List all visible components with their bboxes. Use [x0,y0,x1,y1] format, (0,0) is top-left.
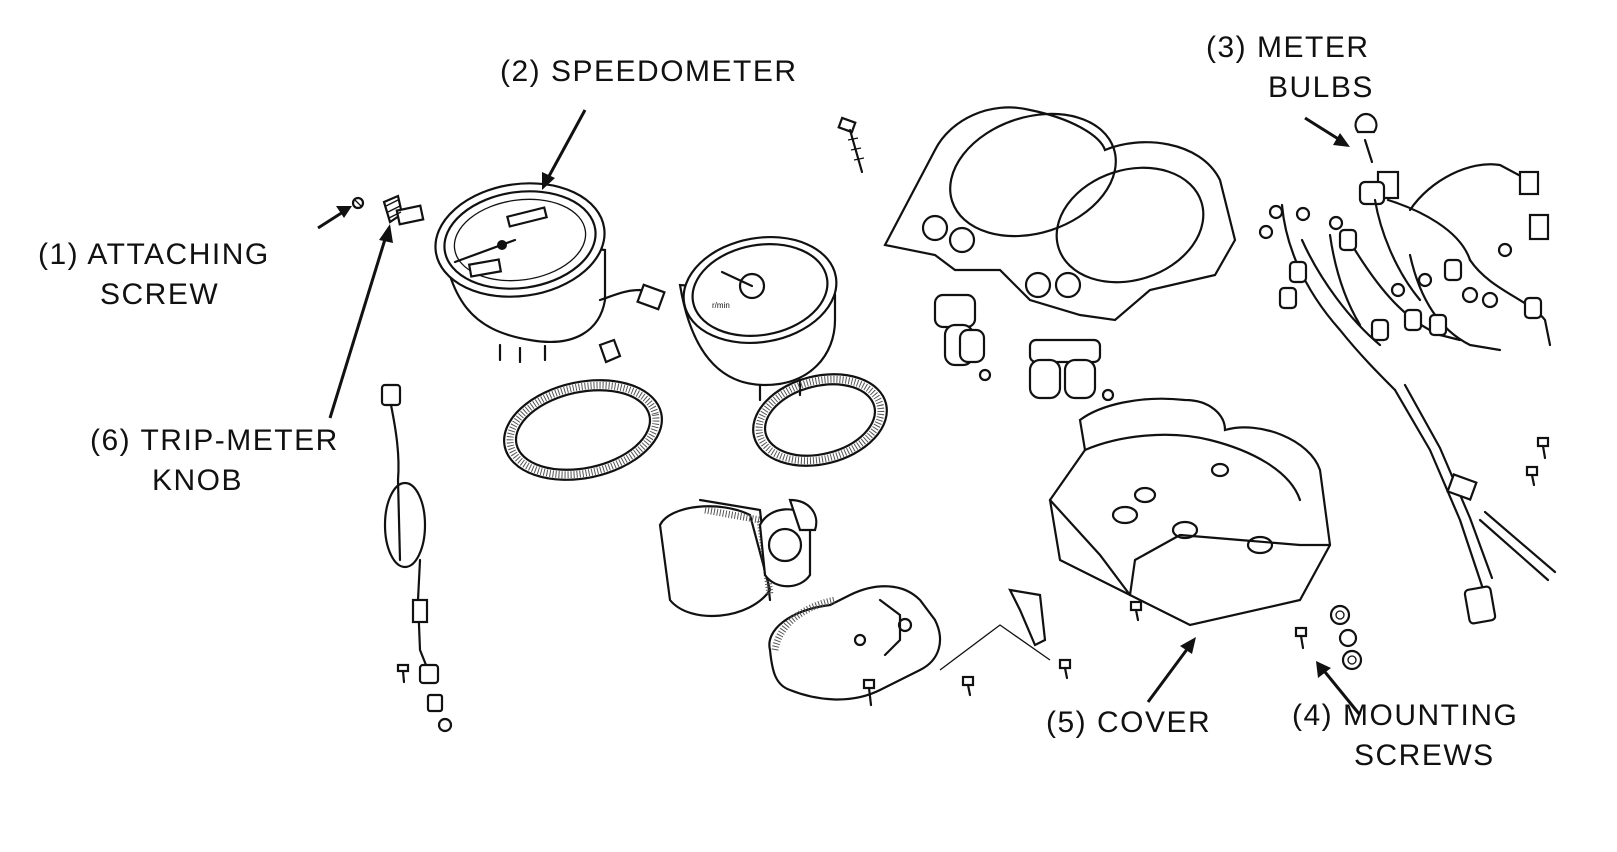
speedometer-part [434,182,666,364]
arrow-attaching-screw [317,206,352,230]
arrow-cover [1146,637,1196,703]
label-cover: (5) COVER [1046,703,1211,743]
label-meter-bulbs-line1: (3) METER [1206,31,1370,64]
arrow-meter-bulbs [1304,116,1350,147]
label-attaching-screw: (1) ATTACHING SCREW [38,235,270,315]
tachometer-ring [752,373,888,467]
svg-text:r/min: r/min [712,301,730,310]
indicator-housing-right [1028,338,1115,402]
label-meter-bulbs-line2: BULBS [1268,71,1374,104]
label-trip-meter-knob-line2: KNOB [152,464,244,497]
label-attaching-screw-line1: (1) ATTACHING [38,238,270,271]
arrow-mounting-screws [1316,661,1362,716]
tachometer-part: r/min [678,235,838,402]
label-meter-bulbs: (3) METER BULBS [1206,28,1374,108]
meter-base-parts [658,498,1072,707]
cover-part [1048,397,1332,627]
label-cover-line1: (5) COVER [1046,706,1212,739]
label-speedometer: (2) SPEEDOMETER [500,52,798,92]
mounting-screws-part [1129,600,1363,671]
label-mounting-screws-line1: (4) MOUNTING [1292,699,1519,732]
indicator-housing-left [933,293,992,382]
speedometer-cable-part [380,383,453,733]
meter-bulbs-harness-part [1258,112,1557,625]
arrow-speedometer [542,109,587,190]
label-attaching-screw-line2: SCREW [100,278,220,311]
meter-panel-part [883,106,1237,322]
label-mounting-screws: (4) MOUNTING SCREWS [1292,696,1518,776]
label-mounting-screws-line2: SCREWS [1354,739,1495,772]
trip-meter-knob-part [382,194,425,226]
label-speedometer-line1: (2) SPEEDOMETER [500,55,798,88]
speedometer-ring [503,379,663,481]
top-screw [837,116,865,174]
attaching-screw-part [351,196,365,210]
label-trip-meter-knob: (6) TRIP-METER KNOB [90,421,339,501]
arrow-trip-meter-knob [328,224,393,419]
label-trip-meter-knob-line1: (6) TRIP-METER [90,424,339,457]
